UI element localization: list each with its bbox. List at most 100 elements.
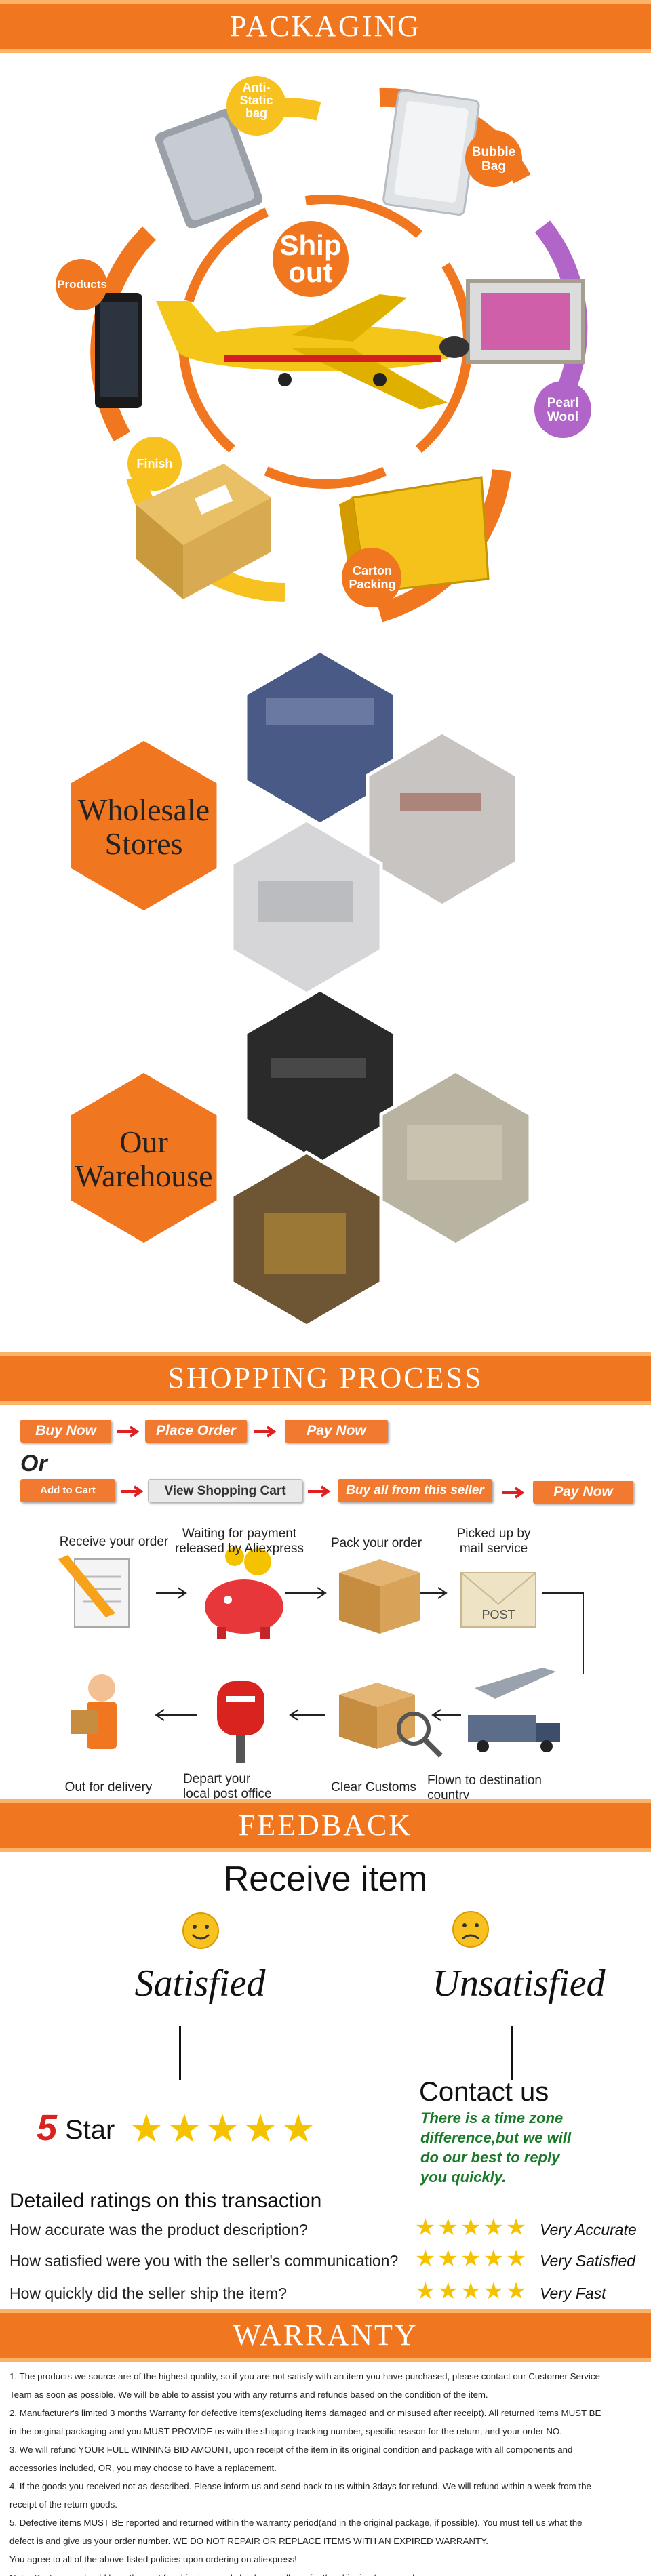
five-number: 5 [37, 2108, 58, 2148]
wholesale-hex [67, 737, 220, 914]
step-picked-label: Picked up by mail service [439, 1527, 548, 1556]
store-photo-right-hex [366, 730, 519, 908]
warranty-title: WARRANTY [233, 2318, 418, 2352]
mailbox-icon [217, 1681, 264, 1763]
five-star-rating: ★★★★★ [129, 2107, 319, 2151]
carton-line1: Carton [353, 564, 392, 578]
step-depart-line1: Depart your [183, 1772, 251, 1786]
rating-question-communication: How satisfied were you with the seller's… [9, 2252, 399, 2270]
warranty-line: receipt of the return goods. [9, 2499, 117, 2510]
anti-static-line3: bag [245, 106, 267, 120]
step-waiting-line2: released by Aliexpress [174, 1542, 304, 1556]
warehouse-line2-text: Warehouse [75, 1159, 212, 1193]
feedback-title: FEEDBACK [238, 1809, 413, 1842]
anti-static-bag-image [155, 108, 263, 229]
finish-box-image [136, 464, 271, 599]
satisfied-divider [179, 2026, 181, 2080]
contact-us-heading: Contact us [419, 2077, 549, 2107]
pearl-line1: Pearl [547, 396, 579, 410]
step-flown-line2: country [427, 1788, 470, 1803]
warranty-line: accessories included, OR, you may choose… [9, 2463, 277, 2473]
rating-stars-shipping: ★★★★★ [415, 2278, 529, 2304]
rating-question-shipping: How quickly did the seller ship the item… [9, 2285, 288, 2302]
step-customs-label: Clear Customs [331, 1780, 416, 1794]
finish-label: Finish [136, 457, 173, 470]
bubble-line2: Bag [481, 159, 506, 174]
warranty-line: 5. Defective items MUST BE reported and … [9, 2518, 583, 2528]
add-to-cart-button[interactable]: Add to Cart [20, 1479, 115, 1502]
happy-face-icon [182, 1912, 219, 1949]
warehouse-line1-text: Our [119, 1125, 168, 1159]
view-shopping-cart-button[interactable]: View Shopping Cart [148, 1479, 302, 1502]
step-depart-label: Depart your local post office [183, 1772, 305, 1802]
mail-envelope-icon: POST [460, 1572, 536, 1628]
place-order-button[interactable]: Place Order [145, 1420, 247, 1443]
receive-order-icon [58, 1555, 130, 1628]
products-badge [56, 259, 107, 310]
shopping-title: SHOPPING PROCESS [167, 1361, 484, 1394]
tz-line3: do our best to reply [420, 2149, 560, 2166]
tz-line4: you quickly. [420, 2169, 507, 2186]
satisfied-label: Satisfied [134, 1963, 266, 2005]
anti-static-line1: Anti- [242, 81, 271, 94]
process-flow: POST [58, 1547, 584, 1763]
pearl-badge [534, 381, 591, 438]
rating-value-accuracy: Very Accurate [540, 2221, 637, 2238]
arrow-icon [254, 1426, 277, 1438]
bubble-badge [465, 130, 522, 187]
warranty-line: 2. Manufacturer's limited 3 months Warra… [9, 2408, 601, 2418]
step-waiting-line1: Waiting for payment [182, 1527, 297, 1541]
rating-value-communication: Very Satisfied [540, 2252, 636, 2270]
pearl-label: Pearl Wool [536, 396, 590, 424]
carton-badge [342, 548, 401, 607]
feedback-banner: FEEDBACK [0, 1799, 651, 1852]
warranty-line: 1. The products we source are of the hig… [9, 2371, 600, 2381]
bubble-label: Bubble Bag [467, 145, 521, 174]
step-receive-label: Receive your order [59, 1535, 169, 1549]
pearl-wool-image [466, 279, 585, 364]
time-zone-note: There is a time zone difference,but we w… [420, 2108, 624, 2187]
anti-static-line2: Static [239, 94, 273, 107]
ship-out-badge [273, 221, 349, 297]
bubble-bag-image [382, 89, 480, 216]
buy-now-button[interactable]: Buy Now [20, 1420, 111, 1443]
warranty-line: Team as soon as possible. We will be abl… [9, 2390, 488, 2400]
svg-text:POST: POST [481, 1608, 515, 1622]
arrow-icon [308, 1485, 331, 1497]
or-text: Or [20, 1451, 47, 1476]
wholesale-line2-text: Stores [105, 826, 183, 861]
sad-face-icon [452, 1911, 489, 1948]
shopping-banner: SHOPPING PROCESS [0, 1352, 651, 1405]
step-delivery-label: Out for delivery [64, 1780, 153, 1794]
carton-line2: Packing [349, 578, 396, 591]
unsatisfied-label: Unsatisfied [432, 1963, 606, 2005]
ship-out-line2: out [288, 256, 333, 288]
pay-now-button[interactable]: Pay Now [285, 1420, 388, 1443]
detailed-ratings-title: Detailed ratings on this transaction [9, 2190, 322, 2212]
step-flown-line1: Flown to destination [427, 1773, 542, 1788]
piggy-bank-icon [205, 1547, 283, 1639]
step-picked-line2: mail service [459, 1542, 528, 1556]
rating-stars-accuracy: ★★★★★ [415, 2215, 529, 2240]
step-pack-label: Pack your order [330, 1536, 422, 1550]
rating-value-shipping: Very Fast [540, 2285, 606, 2302]
pay-now-button-2[interactable]: Pay Now [533, 1481, 633, 1504]
delivery-person-icon [71, 1674, 117, 1749]
buy-all-button[interactable]: Buy all from this seller [338, 1479, 492, 1502]
packaging-diagram [56, 76, 591, 622]
arrow-icon [121, 1485, 144, 1497]
warranty-line: 3. We will refund YOUR FULL WINNING BID … [9, 2444, 573, 2455]
airplane-image [156, 294, 469, 409]
wholesale-line1-text: Wholesale [78, 792, 210, 827]
customs-box-icon [339, 1683, 443, 1758]
products-label: Products [57, 278, 107, 291]
ship-out-label: Ship out [273, 229, 349, 288]
warranty-line: You agree to all of the above-listed pol… [9, 2554, 297, 2564]
warranty-banner: WARRANTY [0, 2309, 651, 2362]
ship-out-line1: Ship [279, 229, 342, 261]
tz-line2: difference,but we will [420, 2129, 572, 2146]
rating-stars-communication: ★★★★★ [415, 2246, 529, 2272]
receive-item-heading: Receive item [223, 1859, 428, 1899]
anti-static-badge [226, 76, 286, 136]
